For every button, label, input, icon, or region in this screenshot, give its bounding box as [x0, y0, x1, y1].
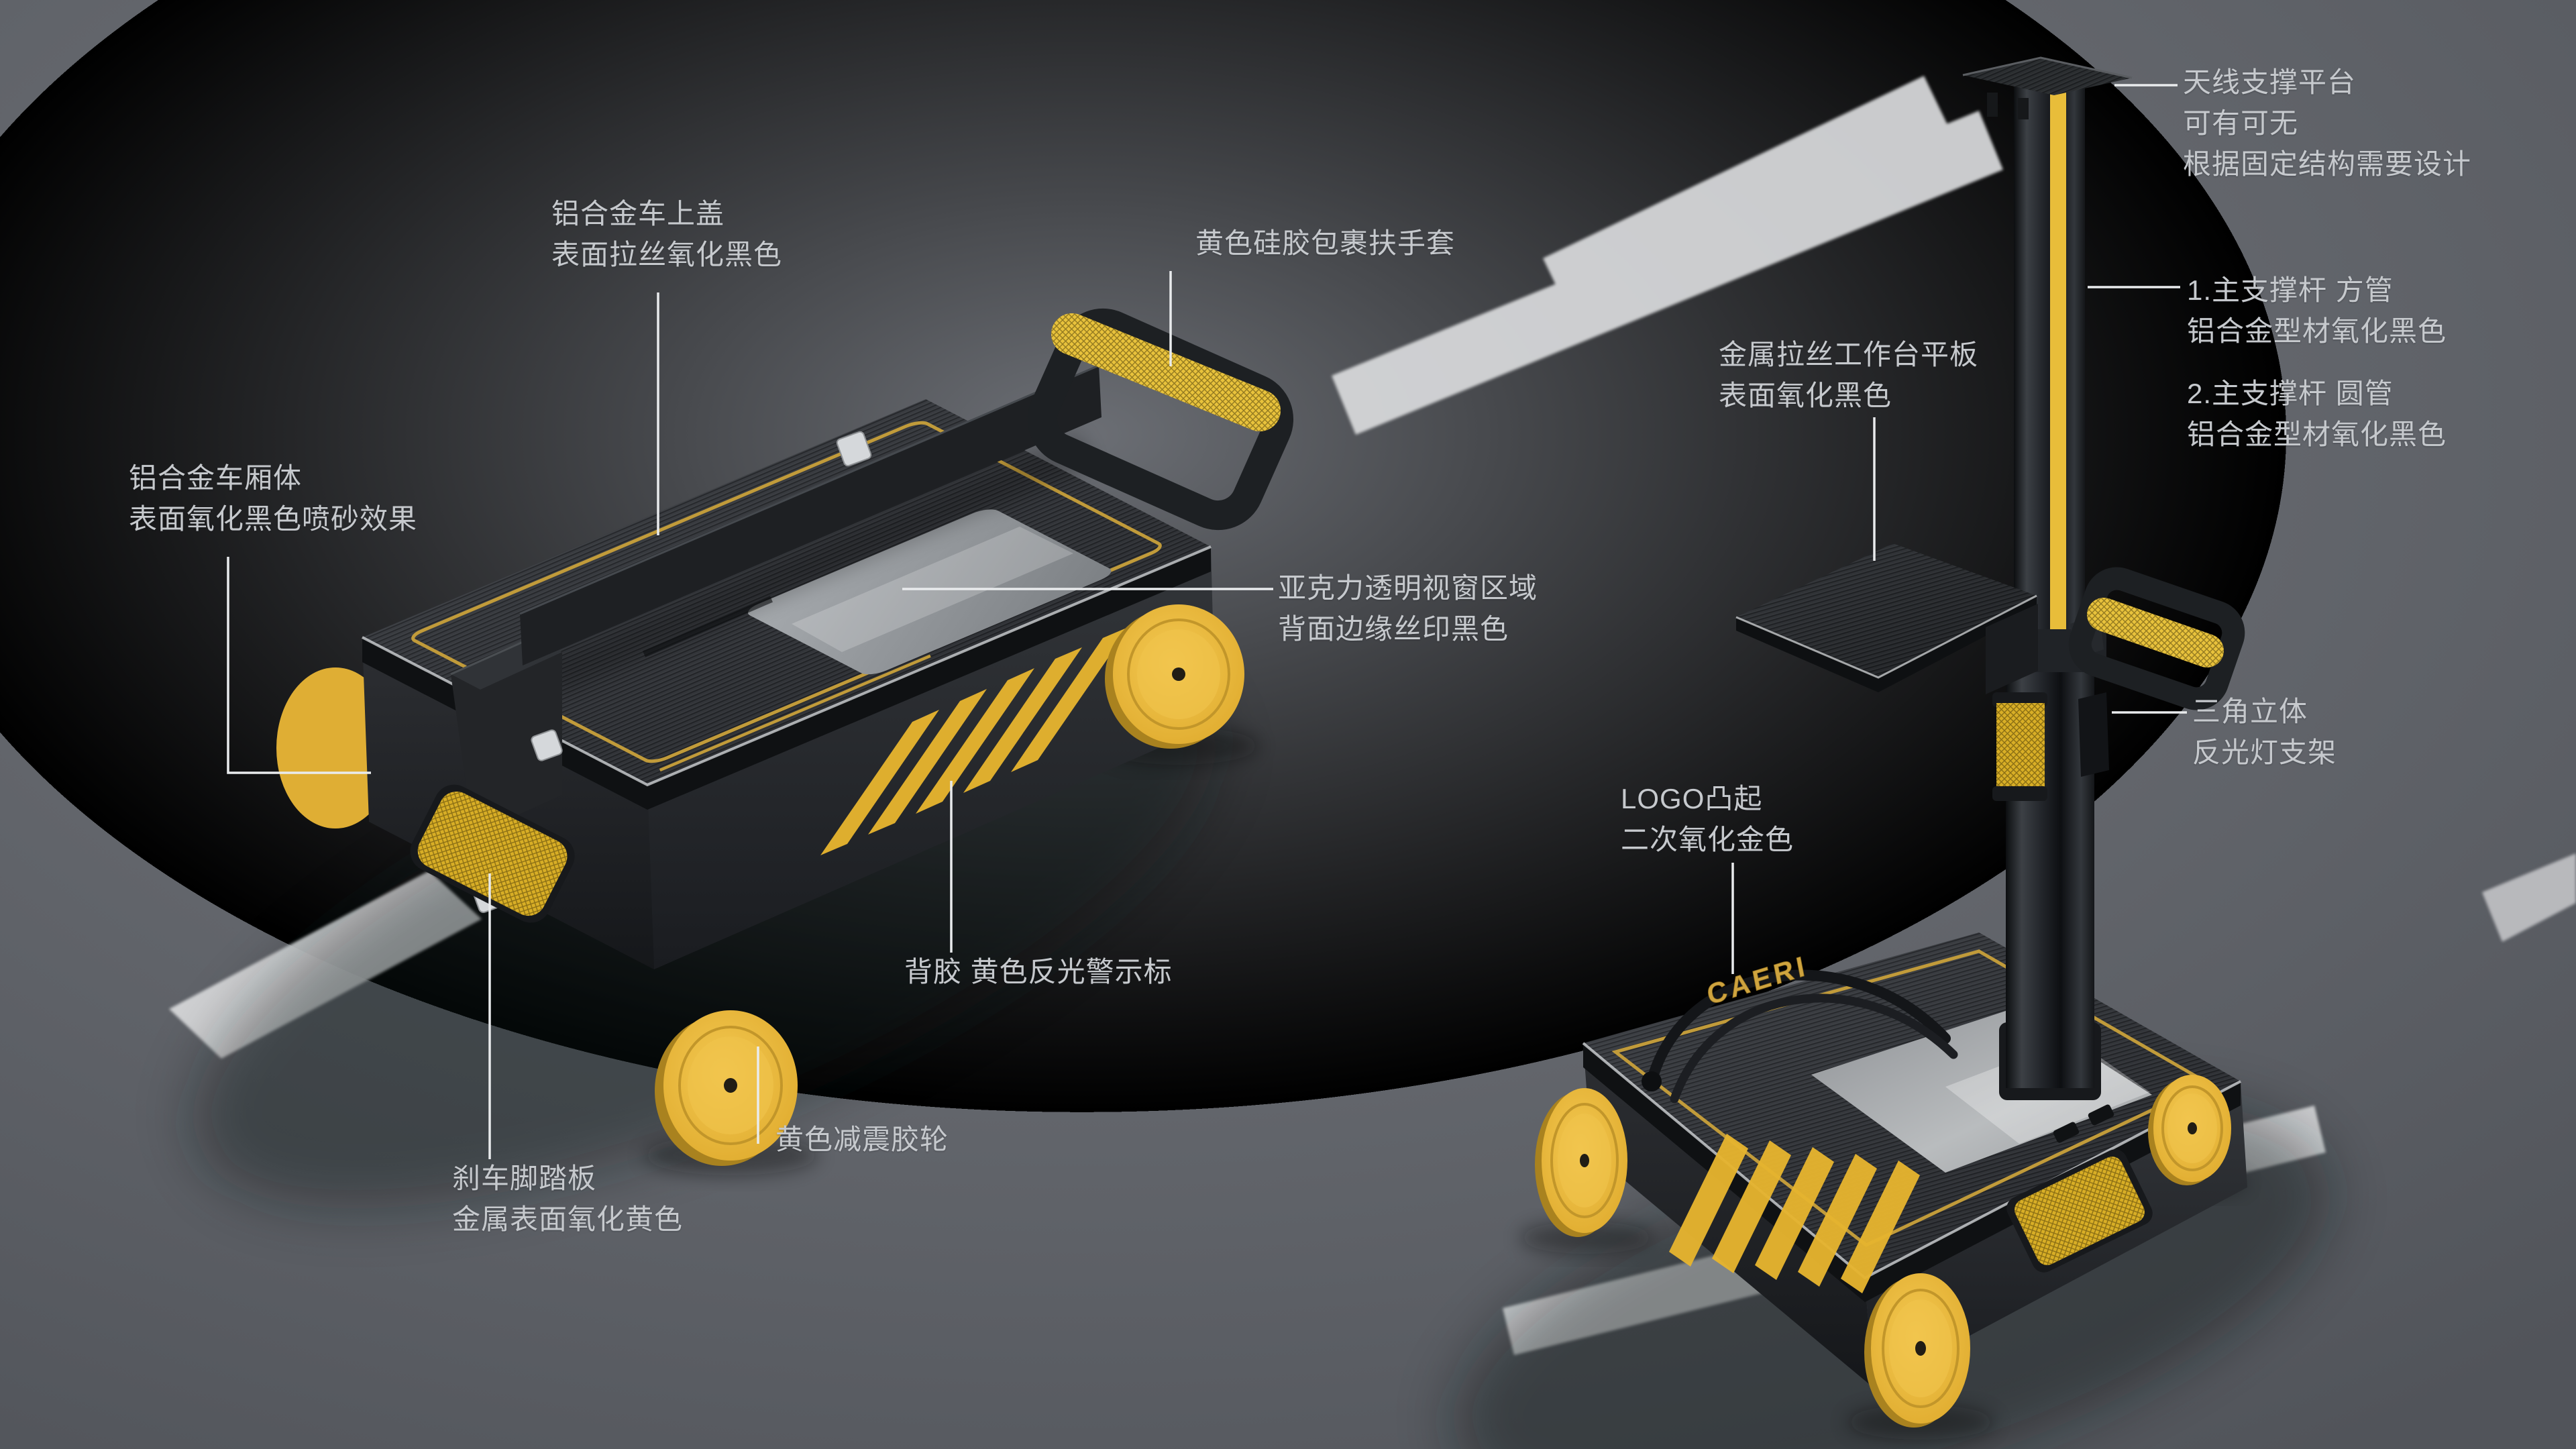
label-line: 铝合金型材氧化黑色: [2187, 419, 2447, 450]
acrylic-window: [748, 509, 1112, 675]
right-grip-knurl: [2087, 598, 2224, 667]
brake-pedal: [410, 784, 575, 923]
label-grip: 黄色硅胶包裹扶手套: [1195, 223, 1455, 264]
right-brake-pedal: [2006, 1149, 2153, 1273]
lid-pinstripe-accent: [660, 656, 930, 770]
label-line: LOGO凸起: [1621, 783, 1763, 814]
label-line: 金属表面氧化黄色: [452, 1203, 684, 1235]
left-cart: [276, 313, 1289, 1166]
label-line: 表面拉丝氧化黑色: [551, 239, 783, 270]
road-stripe-upper: [1332, 111, 2003, 435]
handle-shadow: [543, 431, 1094, 695]
work-platform: [1735, 543, 2038, 694]
label-pole1: 1.主支撑杆 方管 铝合金型材氧化黑色: [2187, 270, 2447, 352]
label-line: 黄色硅胶包裹扶手套: [1195, 227, 1456, 259]
label-bracket: 三角立体 反光灯支架: [2192, 691, 2337, 773]
antenna-platform: [1962, 56, 2133, 119]
handle-bar: [519, 364, 1102, 665]
label-line: 三角立体: [2192, 696, 2308, 727]
label-pole2: 2.主支撑杆 圆管 铝合金型材氧化黑色: [2187, 373, 2447, 455]
road-stripe-right-top: [1543, 76, 1950, 313]
label-line: 2.主支撑杆 圆管: [2187, 378, 2394, 409]
reflective-hazard-stripes: [820, 627, 1130, 855]
label-line: 铝合金型材氧化黑色: [2187, 315, 2447, 347]
label-line: 背面边缘丝印黑色: [1278, 613, 1509, 645]
label-line: 亚克力透明视窗区域: [1278, 572, 1538, 604]
shock-absorber-wheel-right: [1105, 604, 1244, 749]
mast-yellow-stripe: [2050, 76, 2066, 639]
label-body: 铝合金车厢体 表面氧化黑色喷砂效果: [129, 458, 417, 539]
label-lid: 铝合金车上盖 表面拉丝氧化黑色: [551, 193, 782, 275]
label-logo: LOGO凸起 二次氧化金色: [1621, 778, 1794, 860]
label-antenna: 天线支撑平台 可有可无 根据固定结构需要设计: [2183, 62, 2471, 184]
shock-absorber-wheel-front: [655, 1010, 798, 1166]
label-brake: 刹车脚踏板 金属表面氧化黄色: [452, 1158, 683, 1240]
label-line: 反光灯支架: [2192, 737, 2337, 768]
label-line: 金属拉丝工作台平板: [1719, 339, 1979, 370]
label-line: 表面氧化黑色: [1719, 380, 1892, 411]
leader-lines: [227, 84, 2187, 1159]
right-cart-wheel-front: [1864, 1273, 1970, 1428]
label-line: 铝合金车上盖: [551, 198, 725, 229]
main-pole-round: [2014, 71, 2085, 648]
base-clips: [2053, 1104, 2114, 1143]
reflector-bracket: [2078, 692, 2109, 777]
label-line: 可有可无: [2183, 107, 2299, 139]
right-cart-wheel-right: [2148, 1075, 2231, 1185]
label-worktable: 金属拉丝工作台平板 表面氧化黑色: [1719, 334, 1978, 416]
label-line: 黄色减震胶轮: [775, 1124, 949, 1155]
right-cart-wheel-left: [1535, 1088, 1627, 1237]
label-line: 背胶 黄色反光警示标: [904, 956, 1173, 987]
label-line: 刹车脚踏板: [452, 1163, 597, 1194]
right-handle-loop: [2068, 567, 2245, 710]
label-line: 铝合金车厢体: [129, 462, 303, 494]
mast-knurl-block: [1992, 692, 2047, 801]
label-reflective: 背胶 黄色反光警示标: [904, 951, 1173, 992]
label-line: 天线支撑平台: [2183, 66, 2357, 98]
right-cart: CAERI: [1535, 56, 2247, 1428]
leader-body: [227, 557, 371, 774]
label-window: 亚克力透明视窗区域 背面边缘丝印黑色: [1278, 568, 1538, 649]
cables: [1642, 969, 1958, 1104]
road-stripe-right-edge: [2482, 853, 2576, 942]
label-line: 根据固定结构需要设计: [2183, 148, 2472, 180]
label-wheel: 黄色减震胶轮: [775, 1119, 949, 1160]
right-base-front-left-face: [1583, 1043, 1873, 1387]
label-line: 二次氧化金色: [1621, 824, 1794, 855]
label-line: 表面氧化黑色喷砂效果: [129, 503, 418, 535]
handle-loop: [1027, 308, 1294, 531]
grip-knurl-texture: [1051, 313, 1281, 431]
label-line: 1.主支撑杆 方管: [2187, 274, 2394, 306]
right-hazard-stripes: [1669, 1134, 1920, 1293]
